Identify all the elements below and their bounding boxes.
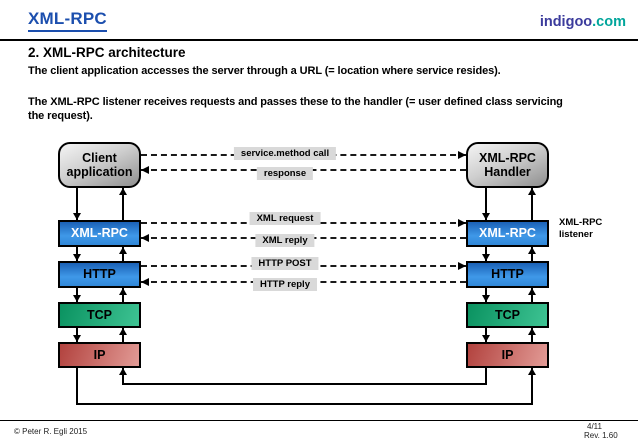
arrow-down-icon: [73, 213, 81, 220]
arrow-up-icon: [528, 288, 536, 295]
right-ip-box: IP: [466, 342, 549, 368]
left-up-line-4: [122, 328, 124, 342]
arrow-left-icon: [141, 234, 149, 242]
footer-divider: [0, 420, 638, 421]
arrow-up-icon: [528, 328, 536, 335]
left-http-box: HTTP: [58, 261, 141, 288]
right-down-line-1: [485, 188, 487, 220]
arrow-down-icon: [73, 254, 81, 261]
page-title: XML-RPC: [28, 9, 107, 32]
left-down-line-1: [76, 188, 78, 220]
arrow-up-icon: [528, 188, 536, 195]
body-paragraph-1: The client application accesses the serv…: [28, 65, 501, 77]
arrow-down-icon: [482, 254, 490, 261]
header-divider: [0, 39, 638, 41]
body-paragraph-2: The XML-RPC listener receives requests a…: [28, 96, 563, 122]
right-up-line-1: [531, 188, 533, 220]
message-label-http-post: HTTP POST: [251, 257, 319, 270]
arrow-left-icon: [141, 278, 149, 286]
arrow-right-icon: [458, 262, 466, 270]
request-loop-right-line: [531, 368, 533, 405]
arrow-down-icon: [482, 213, 490, 220]
arrow-up-icon: [119, 188, 127, 195]
right-up-line-2: [531, 247, 533, 261]
arrow-left-icon: [141, 166, 149, 174]
brand-tld: .com: [592, 14, 626, 30]
arrow-down-icon: [482, 335, 490, 342]
arrow-right-icon: [458, 219, 466, 227]
message-label-response: response: [256, 167, 314, 180]
arrow-down-icon: [73, 295, 81, 302]
arrow-down-icon: [73, 335, 81, 342]
left-up-line-1: [122, 188, 124, 220]
left-up-line-2: [122, 247, 124, 261]
message-label-service-method-call: service.method call: [233, 147, 337, 160]
message-label-http-reply: HTTP reply: [253, 278, 317, 291]
right-xml-rpc-box: XML-RPC: [466, 220, 549, 247]
arrow-down-icon: [482, 295, 490, 302]
right-tcp-box: TCP: [466, 302, 549, 328]
arrow-up-icon: [119, 368, 127, 375]
brand-name: indigoo: [539, 14, 593, 30]
arrow-up-icon: [119, 288, 127, 295]
arrow-up-icon: [119, 328, 127, 335]
response-loop-right-line: [485, 368, 487, 385]
response-loop-left-line: [122, 368, 124, 385]
arrow-up-icon: [528, 368, 536, 375]
xml-rpc-listener-label: XML-RPC listener: [559, 217, 603, 240]
left-up-line-3: [122, 288, 124, 302]
copyright-text: © Peter R. Egli 2015: [14, 427, 88, 436]
section-heading: 2. XML-RPC architecture: [28, 45, 186, 60]
response-loop-bottom-line: [122, 383, 487, 385]
request-loop-bottom-line: [76, 403, 533, 405]
client-application-box: Client application: [58, 142, 141, 188]
message-label-xml-reply: XML reply: [255, 234, 315, 247]
right-http-box: HTTP: [466, 261, 549, 288]
left-ip-box: IP: [58, 342, 141, 368]
left-xml-rpc-box: XML-RPC: [58, 220, 141, 247]
arrow-up-icon: [119, 247, 127, 254]
revision-number: Rev. 1.60: [584, 431, 618, 440]
xml-rpc-handler-box: XML-RPC Handler: [466, 142, 549, 188]
right-up-line-3: [531, 288, 533, 302]
right-up-line-4: [531, 328, 533, 342]
request-loop-left-line: [76, 368, 78, 405]
arrow-up-icon: [528, 247, 536, 254]
left-tcp-box: TCP: [58, 302, 141, 328]
page-number: 4/11: [587, 422, 602, 431]
message-label-xml-request: XML request: [249, 212, 321, 225]
brand-logo: indigoo.com: [540, 14, 626, 30]
arrow-right-icon: [458, 151, 466, 159]
